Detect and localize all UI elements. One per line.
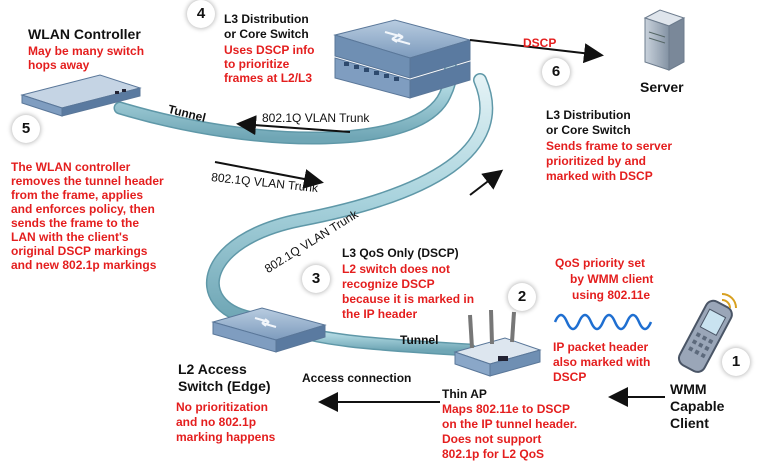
step-4-marker: 4	[187, 0, 215, 28]
step-2-marker: 2	[508, 283, 536, 311]
flow-arrows	[214, 39, 665, 412]
step5-note-6: LAN with the client's	[11, 230, 129, 244]
qos-priority-3: using 802.11e	[572, 288, 651, 302]
step5-note-5: sends the frame to the	[11, 216, 140, 230]
trunk-upper-label: 802.1Q VLAN Trunk	[262, 111, 370, 125]
step-6-marker: 6	[542, 58, 570, 86]
thin-ap-note-1: Maps 802.11e to DSCP	[442, 402, 571, 416]
l3-qos-note-2: recognize DSCP	[342, 277, 435, 291]
l3-top-note-2: to prioritize	[224, 57, 290, 71]
wmm-label-1: WMM	[670, 381, 707, 397]
server-icon	[643, 9, 686, 71]
wlan-controller-icon	[20, 74, 142, 117]
step-1-marker: 1	[722, 348, 750, 376]
l3-right-note-1: Sends frame to server	[546, 139, 673, 153]
ip-packet-3: DSCP	[553, 370, 587, 384]
thin-ap-note-4: 802.1p for L2 QoS	[442, 447, 545, 461]
l3-top-title-2: or Core Switch	[224, 27, 309, 41]
access-connection-label: Access connection	[302, 371, 412, 385]
ip-packet-1: IP packet header	[553, 340, 649, 354]
l3-top-title-1: L3 Distribution	[224, 12, 309, 26]
server-label: Server	[640, 79, 684, 95]
step5-note-8: and new 802.1p markings	[11, 258, 157, 272]
l3-right-title-1: L3 Distribution	[546, 108, 631, 122]
wmm-label-2: Capable	[670, 398, 725, 414]
switch-icon	[211, 307, 327, 353]
l3-qos-note-3: because it is marked in	[342, 292, 475, 306]
thin-ap-label: Thin AP	[442, 387, 487, 401]
switch-icon	[333, 19, 472, 99]
l3-qos-title: L3 QoS Only (DSCP)	[342, 246, 459, 260]
step-5-marker: 5	[12, 115, 40, 143]
no-prioritization-1: No prioritization	[176, 400, 268, 414]
l3-qos-note-4: the IP header	[342, 307, 418, 321]
step5-note-4: and enforces policy, then	[11, 202, 155, 216]
ip-packet-2: also marked with	[553, 355, 651, 369]
l3-right-title-2: or Core Switch	[546, 123, 631, 137]
step5-note-2: removes the tunnel header	[11, 174, 164, 188]
wlan-controller-label: WLAN Controller	[28, 26, 141, 42]
l2-access-label-2: Switch (Edge)	[178, 378, 271, 394]
step-3-marker: 3	[302, 265, 330, 293]
qos-priority-1: QoS priority set	[555, 256, 646, 270]
l3-right-note-3: marked with DSCP	[546, 169, 653, 183]
l2-access-label-1: L2 Access	[178, 361, 247, 377]
thin-ap-note-3: Does not support	[442, 432, 542, 446]
wmm-label-3: Client	[670, 415, 709, 431]
l3-top-note-3: frames at L2/L3	[224, 71, 313, 85]
l3-top-note-1: Uses DSCP info	[224, 43, 315, 57]
phone-icon	[677, 293, 737, 373]
no-prioritization-2: and no 802.1p	[176, 415, 257, 429]
no-prioritization-3: marking happens	[176, 430, 276, 444]
l3-right-note-2: prioritized by and	[546, 154, 647, 168]
thin-ap-note-2: on the IP tunnel header.	[442, 417, 578, 431]
tunnel-bottom-label: Tunnel	[400, 333, 439, 347]
wave-icon	[553, 313, 653, 331]
wlan-controller-note-1: May be many switch	[28, 44, 145, 58]
l3-qos-note-1: L2 switch does not	[342, 262, 451, 276]
wlan-controller-note-2: hops away	[28, 58, 90, 72]
step5-note-1: The WLAN controller	[11, 160, 131, 174]
step5-note-3: from the frame, applies	[11, 188, 144, 202]
qos-priority-2: by WMM client	[570, 272, 654, 286]
access-point-icon	[453, 309, 542, 377]
step5-note-7: original DSCP markings	[11, 244, 148, 258]
dscp-label: DSCP	[523, 36, 557, 50]
